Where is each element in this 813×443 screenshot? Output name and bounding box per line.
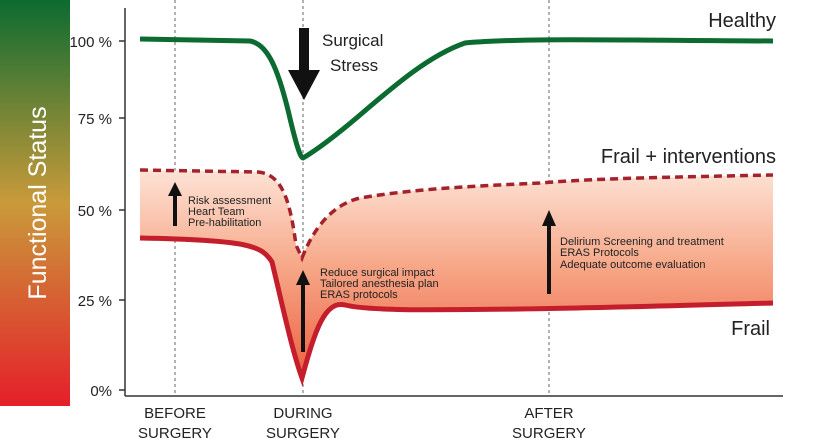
phase-after-line2: SURGERY <box>512 425 586 442</box>
after-intervention-3: Adequate outcome evaluation <box>560 259 706 271</box>
after-intervention-1: Delirium Screening and treatment <box>560 236 724 248</box>
intervention-gain-area <box>140 170 773 378</box>
before-intervention-1: Risk assessment <box>188 195 271 207</box>
surgical-stress-arrow <box>288 28 320 100</box>
frail-interventions-curve <box>139 168 774 263</box>
phase-after-line1: AFTER <box>524 405 573 422</box>
y-tick-label: 100 % <box>69 34 112 51</box>
phase-before-line1: BEFORE <box>144 405 206 422</box>
before-up-arrow <box>168 182 182 226</box>
phase-before-line2: SURGERY <box>138 425 212 442</box>
y-tick-label: 25 % <box>78 293 112 310</box>
before-intervention-3: Pre-habilitation <box>188 217 261 229</box>
during-intervention-3: ERAS protocols <box>320 289 398 301</box>
y-tick-label: 0% <box>90 383 112 400</box>
y-axis-label: Functional Status <box>24 106 52 299</box>
phase-during-line1: DURING <box>273 405 332 422</box>
status-gradient-bar <box>0 0 70 406</box>
healthy-label: Healthy <box>708 10 776 32</box>
after-intervention-2: ERAS Protocols <box>560 247 639 259</box>
y-tick-label: 50 % <box>78 203 112 220</box>
before-intervention-2: Heart Team <box>188 206 245 218</box>
during-up-arrow <box>296 270 310 352</box>
surgical-stress-label-2: Stress <box>330 56 378 75</box>
during-intervention-2: Tailored anesthesia plan <box>320 278 439 290</box>
after-up-arrow <box>542 210 556 294</box>
healthy-curve <box>139 36 774 161</box>
frail-label: Frail <box>731 318 770 340</box>
frail-interventions-label: Frail + interventions <box>601 146 776 168</box>
y-tick-label: 75 % <box>78 111 112 128</box>
frail-curve <box>139 235 774 387</box>
phase-during-line2: SURGERY <box>266 425 340 442</box>
during-intervention-1: Reduce surgical impact <box>320 267 434 279</box>
surgical-stress-label-1: Surgical <box>322 31 383 50</box>
